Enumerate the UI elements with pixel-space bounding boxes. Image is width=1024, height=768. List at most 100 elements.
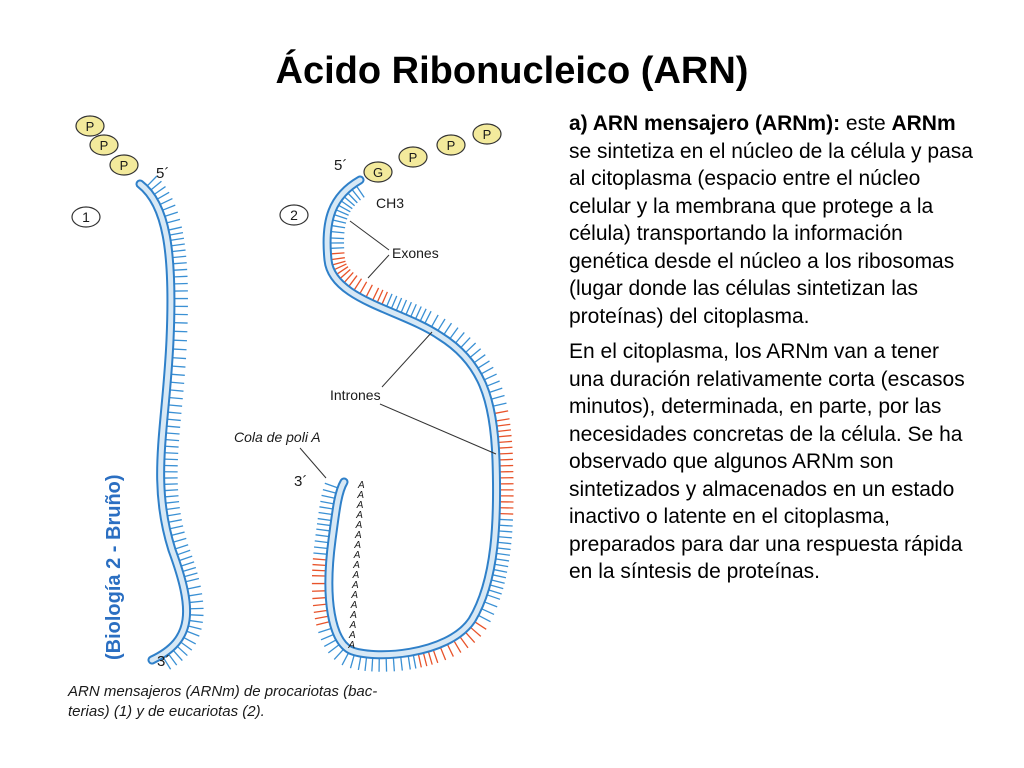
base-tick bbox=[392, 658, 395, 672]
base-tick bbox=[170, 389, 184, 392]
base-tick bbox=[484, 601, 498, 608]
intron-base-tick bbox=[427, 651, 433, 665]
intron-base-tick bbox=[331, 257, 345, 261]
intron-base-tick bbox=[499, 446, 513, 449]
base-tick bbox=[465, 342, 477, 353]
exons-label: Exones bbox=[392, 245, 439, 261]
base-tick bbox=[165, 489, 179, 492]
base-tick bbox=[167, 218, 181, 224]
base-tick bbox=[491, 579, 505, 584]
poly-a-base: A bbox=[355, 510, 363, 521]
base-tick bbox=[496, 552, 510, 556]
base-tick bbox=[165, 211, 178, 217]
base-tick bbox=[179, 555, 193, 561]
poly-a-base: A bbox=[355, 520, 363, 531]
intron-base-tick bbox=[422, 653, 428, 667]
base-tick bbox=[493, 402, 507, 407]
base-tick bbox=[165, 445, 179, 448]
base-tick bbox=[187, 630, 200, 637]
base-tick bbox=[318, 627, 331, 634]
intron-base-tick bbox=[497, 429, 512, 432]
phosphate-label: P bbox=[100, 138, 109, 153]
intron-base-tick bbox=[353, 278, 363, 290]
intron-base-tick bbox=[331, 252, 345, 255]
polya-leader-line bbox=[299, 447, 327, 479]
phosphate-icon bbox=[89, 134, 119, 156]
intron-base-tick bbox=[440, 647, 447, 661]
five-prime-label-1: 5´ bbox=[156, 165, 169, 182]
phosphate-group-1: P P P bbox=[75, 115, 139, 176]
poly-a-base: A bbox=[348, 630, 356, 641]
phosphate-label: P bbox=[483, 127, 492, 142]
base-tick bbox=[455, 332, 465, 343]
base-tick bbox=[405, 301, 412, 315]
base-tick bbox=[320, 500, 334, 505]
base-tick bbox=[481, 608, 495, 616]
poly-a-base: A bbox=[350, 590, 358, 601]
base-tick bbox=[489, 387, 503, 393]
figure-caption-line-1: ARN mensajeros (ARNm) de procariotas (ba… bbox=[67, 683, 377, 700]
base-tick bbox=[169, 404, 183, 407]
base-tick bbox=[334, 214, 348, 220]
base-tick bbox=[183, 637, 197, 645]
base-tick bbox=[166, 506, 180, 511]
base-tick bbox=[470, 348, 482, 358]
figure-number-2: 2 bbox=[279, 204, 309, 226]
intron-base-tick bbox=[499, 440, 513, 443]
intron-base-tick bbox=[498, 434, 512, 438]
base-tick bbox=[437, 318, 446, 331]
exon-leader-line bbox=[367, 254, 390, 279]
base-tick bbox=[157, 191, 170, 200]
base-tick bbox=[315, 534, 329, 538]
base-tick bbox=[167, 512, 181, 517]
intron-base-tick bbox=[312, 597, 326, 600]
base-tick bbox=[415, 306, 422, 319]
base-tick bbox=[431, 314, 439, 327]
exon-leader-line bbox=[349, 220, 390, 251]
base-tick bbox=[147, 175, 158, 186]
phosphate-icon bbox=[109, 154, 139, 176]
base-tick bbox=[324, 482, 338, 489]
intron-base-tick bbox=[340, 269, 351, 279]
base-tick bbox=[168, 411, 182, 415]
intron-base-tick bbox=[344, 272, 354, 283]
base-tick bbox=[497, 547, 511, 551]
text-run: se sintetiza en el núcleo de la célula y… bbox=[569, 139, 973, 328]
intron-base-tick bbox=[312, 563, 326, 567]
intron-base-tick bbox=[459, 636, 469, 649]
base-tick bbox=[347, 193, 358, 204]
phosphate-group-2: G P P P bbox=[363, 123, 502, 183]
base-tick bbox=[186, 577, 200, 583]
intron-base-tick bbox=[447, 644, 454, 657]
intron-base-tick bbox=[381, 291, 388, 305]
intron-base-tick bbox=[365, 284, 373, 297]
base-tick bbox=[499, 524, 513, 527]
base-tick bbox=[313, 546, 328, 550]
base-tick bbox=[407, 656, 411, 670]
base-tick bbox=[499, 530, 513, 533]
base-tick bbox=[499, 518, 514, 521]
poly-a-base: A bbox=[353, 550, 361, 561]
intron-base-tick bbox=[474, 621, 487, 630]
base-tick bbox=[336, 209, 349, 216]
base-tick bbox=[183, 566, 197, 572]
slide-title: Ácido Ribonucleico (ARN) bbox=[275, 50, 749, 93]
intron-base-tick bbox=[316, 621, 329, 626]
base-tick bbox=[496, 558, 510, 562]
base-tick bbox=[188, 625, 202, 630]
base-tick bbox=[173, 339, 188, 342]
intron-base-tick bbox=[495, 410, 509, 414]
intron-base-tick bbox=[314, 615, 328, 620]
poly-a-base: A bbox=[353, 540, 361, 551]
base-tick bbox=[166, 501, 180, 504]
strand-core bbox=[137, 181, 190, 663]
intron-leader-line bbox=[379, 403, 497, 455]
base-tick bbox=[386, 293, 393, 307]
poly-a-base: A bbox=[351, 580, 359, 591]
intron-base-tick bbox=[465, 632, 476, 643]
base-tick bbox=[151, 180, 162, 191]
base-tick bbox=[412, 655, 417, 669]
base-tick bbox=[181, 561, 195, 567]
base-tick bbox=[190, 600, 204, 604]
